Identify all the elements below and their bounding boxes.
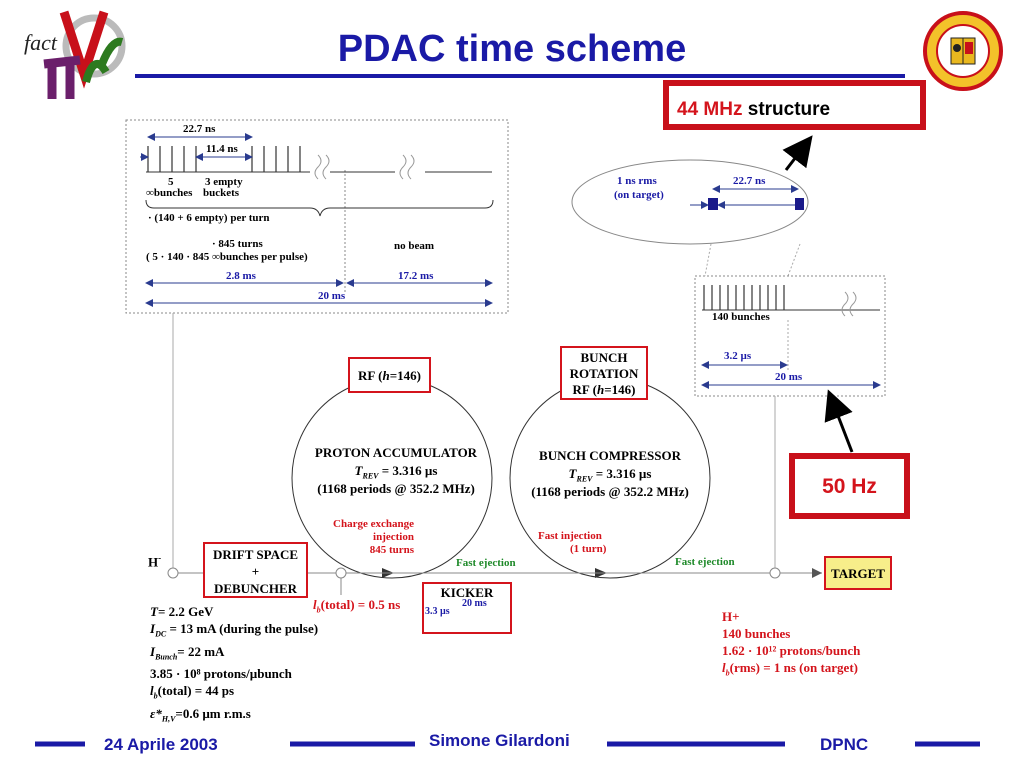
fast-ejection-label-1: Fast ejection	[456, 557, 516, 569]
bunch-rotation-line1: BUNCH	[580, 350, 628, 365]
lb-total-label: lb(total) = 0.5 ns	[313, 597, 401, 615]
label-buckets: buckets	[203, 187, 240, 199]
param-left-row: IBunch= 22 mA	[150, 643, 225, 662]
kicker-box: KICKER	[422, 582, 512, 634]
label-per-turn: · (140 + 6 empty) per turn	[148, 212, 270, 224]
footer-date: 24 Aprile 2003	[104, 735, 218, 754]
logo-text: fact	[24, 30, 57, 55]
fast-injection-label: Fast injection(1 turn)	[538, 530, 607, 555]
params-right: H+ 140 bunches 1.62 · 10¹² protons/bunch…	[722, 608, 860, 682]
label-right-20ms: 20 ms	[775, 371, 803, 383]
label-20ms: 20 ms	[318, 290, 346, 302]
factvpi-logo: fact	[22, 4, 127, 99]
bunch-rotation-box: BUNCH ROTATION RF (h=146)	[560, 346, 648, 400]
param-140-bunches: 140 bunches	[722, 626, 791, 641]
compressor-trev: TREV = 3.316 µs	[568, 466, 652, 484]
accumulator-name: PROTON ACCUMULATOR	[314, 445, 478, 460]
label-3-2us: 3.2 µs	[724, 350, 752, 362]
label-22-7ns: 22.7 ns	[183, 123, 216, 135]
page-title: PDAC time scheme	[337, 28, 687, 70]
label-five: 5	[168, 176, 174, 188]
accumulator-periods: (1168 periods @ 352.2 MHz)	[317, 481, 475, 496]
param-left-row: IDC = 13 mA (during the pulse)	[150, 621, 319, 639]
param-left-row: lb(total) = 44 ps	[150, 683, 234, 701]
accumulator-trev: TREV = 3.316 µs	[354, 463, 438, 481]
footer-org: DPNC	[820, 735, 869, 754]
label-zoom-22-7ns: 22.7 ns	[733, 175, 766, 187]
kicker-label: KICKER	[440, 585, 494, 600]
param-left-row: 3.85 · 10⁸ protons/µbunch	[150, 666, 292, 682]
rf-box: RF (h=146)	[348, 357, 431, 393]
target-box: TARGET	[824, 556, 892, 590]
label-no-beam: no beam	[394, 240, 435, 252]
mhz-structure-label: structure	[747, 99, 831, 120]
label-11-4ns: 11.4 ns	[206, 143, 238, 155]
label-17-2ms: 17.2 ms	[398, 270, 434, 282]
bunch-rotation-line3: RF (h=146)	[572, 382, 636, 397]
compressor-periods: (1168 periods @ 352.2 MHz)	[531, 484, 689, 499]
bunch-rotation-line2: ROTATION	[569, 366, 639, 381]
param-left-row: T= 2.2 GeV	[150, 604, 214, 619]
label-140-bunches: 140 bunches	[712, 311, 770, 323]
right-timing-box	[694, 275, 886, 397]
label-per-pulse: ( 5 · 140 · 845 ∞bunches per pulse)	[146, 251, 308, 263]
zoom-ellipse	[571, 159, 809, 245]
kicker-3-3us: 3.3 µs	[425, 606, 450, 617]
label-turns: · 845 turns	[212, 238, 263, 250]
footer-author: Simone Gilardoni	[429, 731, 570, 750]
rf-label: RF (	[358, 368, 383, 383]
param-h-plus: H+	[722, 609, 740, 624]
h-minus-label: H-	[148, 553, 162, 570]
param-left-row: ε*H,V=0.6 µm r.m.s	[150, 705, 251, 724]
params-left: T= 2.2 GeV IDC = 13 mA (during the pulse)…	[150, 603, 318, 727]
param-lb-rms: lb(rms) = 1 ns (on target)	[722, 660, 858, 678]
label-bunches: ∞bunches	[146, 187, 193, 199]
label-2-8ms: 2.8 ms	[226, 270, 256, 282]
kicker-20ms: 20 ms	[462, 598, 487, 609]
university-seal	[922, 10, 1004, 92]
label-on-target: (on target)	[614, 189, 664, 201]
rf-value: =146)	[389, 368, 421, 383]
drift-space-box: DRIFT SPACE+DEBUNCHER	[203, 542, 308, 598]
label-1ns-rms: 1 ns rms	[617, 175, 657, 187]
rf-h: h	[382, 368, 390, 383]
mhz-value: 44 MHz	[677, 99, 743, 120]
compressor-name: BUNCH COMPRESSOR	[539, 448, 681, 463]
mhz-callout: 44 MHz structure	[663, 80, 926, 130]
param-protons-bunch: 1.62 · 10¹² protons/bunch	[722, 643, 861, 658]
label-three-empty: 3 empty	[205, 176, 243, 188]
top-timing-box	[125, 119, 509, 314]
hz-callout: 50 Hz	[789, 453, 910, 519]
fast-ejection-label-2: Fast ejection	[675, 556, 735, 568]
